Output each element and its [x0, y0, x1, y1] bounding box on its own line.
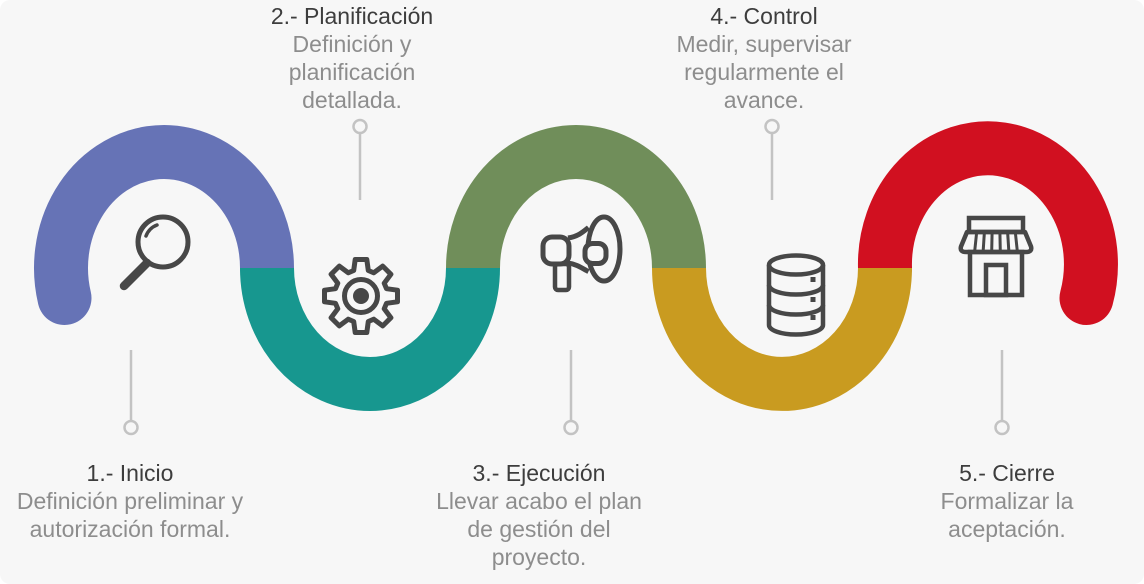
phase-1-description: Definición preliminar y autorización for… — [16, 488, 244, 542]
phase-2-label: 2.- Planificación Definición y planifica… — [212, 2, 492, 114]
database-icon — [766, 253, 826, 337]
phase-3-connector — [563, 350, 579, 436]
phase-5-arc — [857, 121, 1118, 325]
phase-4-connector — [764, 118, 780, 200]
phase-1-connector — [123, 350, 139, 436]
phase-5-label: 5.- Cierre Formalizar la aceptación. — [867, 459, 1144, 543]
phase-4-title: 4.- Control — [710, 3, 818, 29]
phase-3-title: 3.- Ejecución — [472, 460, 606, 486]
phase-5-title: 5.- Cierre — [959, 460, 1055, 486]
phase-3-label: 3.- Ejecución Llevar acabo el plan de ge… — [399, 459, 679, 571]
megaphone-icon — [540, 214, 623, 293]
gear-icon — [322, 257, 400, 335]
store-icon — [958, 215, 1034, 298]
phase-2-description: Definición y planificación detallada. — [288, 31, 416, 113]
phase-5-connector — [994, 350, 1010, 436]
phase-4-description: Medir, supervisar regularmente el avance… — [676, 31, 852, 113]
phase-2-arc — [240, 267, 500, 411]
phase-4-arc — [652, 267, 912, 411]
phase-3-description: Llevar acabo el plan de gestión del proy… — [436, 488, 642, 570]
phase-5-description: Formalizar la aceptación. — [940, 488, 1074, 542]
phase-1-label: 1.- Inicio Definición preliminar y autor… — [0, 459, 270, 543]
phase-2-connector — [352, 118, 368, 200]
magnifying-glass-icon — [119, 214, 191, 291]
phase-1-title: 1.- Inicio — [86, 460, 174, 486]
phase-4-label: 4.- Control Medir, supervisar regularmen… — [624, 2, 904, 114]
phase-3-arc — [446, 125, 706, 269]
phase-2-title: 2.- Planificación — [270, 3, 434, 29]
phase-1-arc — [34, 125, 294, 325]
